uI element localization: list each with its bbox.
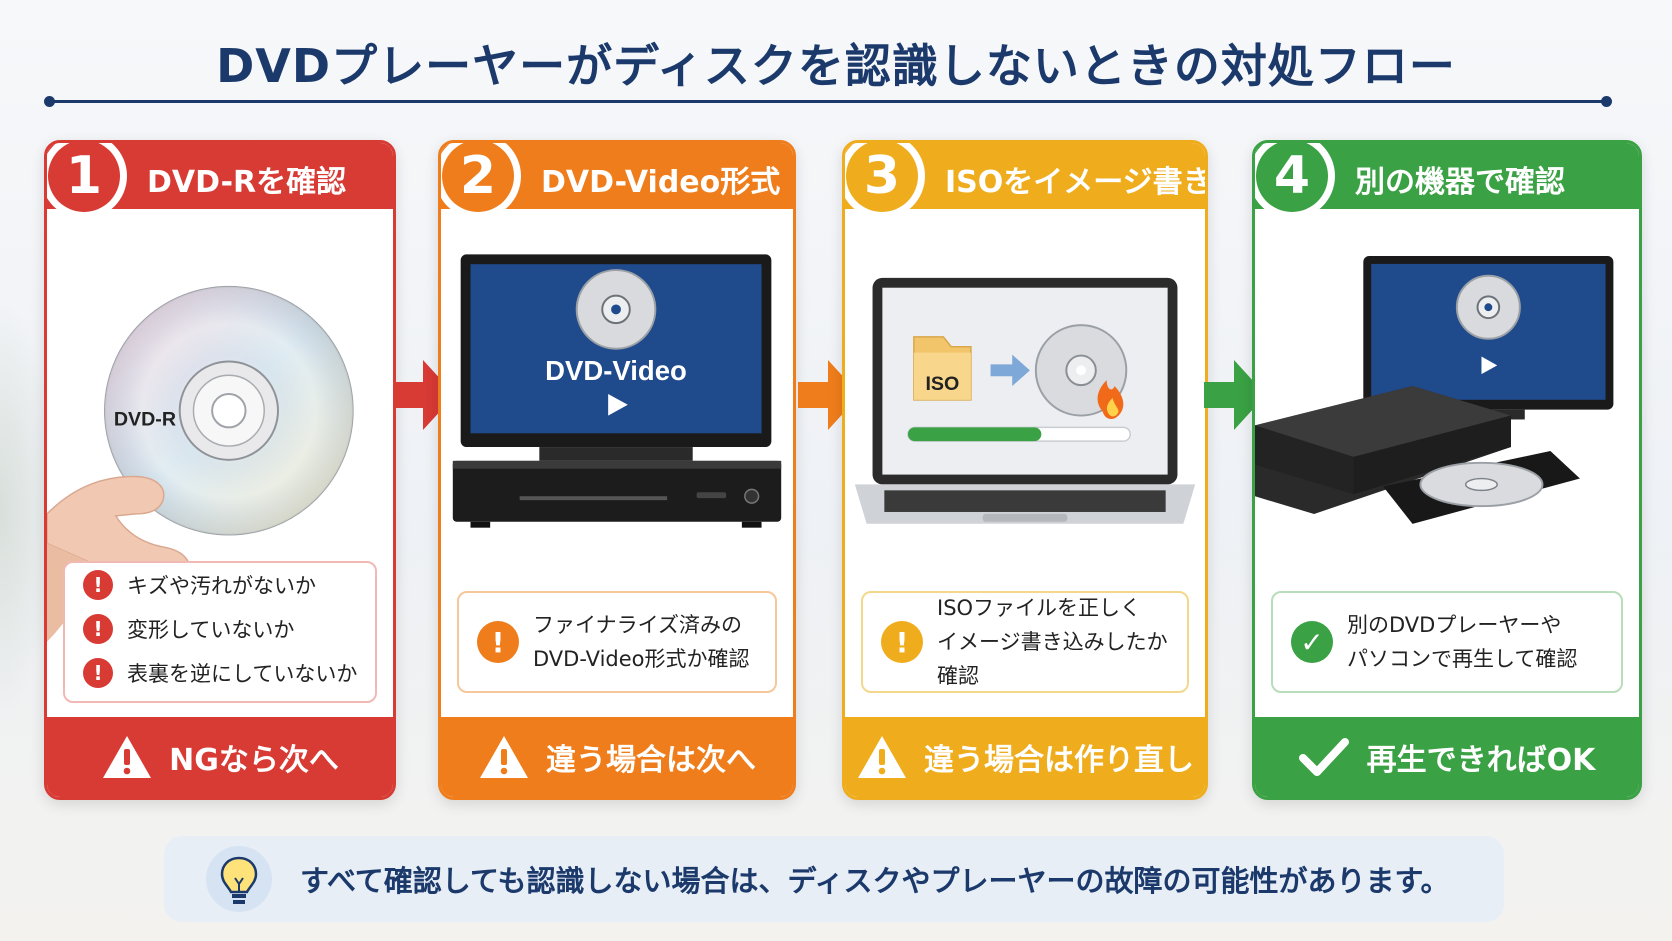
step-1-heading: DVD-Rを確認 bbox=[147, 165, 347, 200]
step-2-footer: 違う場合は次へ bbox=[441, 717, 793, 797]
check-circle-icon: ✓ bbox=[1291, 621, 1333, 663]
step-2-header: 2 DVD-Video形式 bbox=[441, 143, 793, 219]
warning-icon bbox=[103, 736, 152, 778]
page-title: DVDプレーヤーがディスクを認識しないときの対処フロー bbox=[216, 39, 1456, 93]
step-4-card: 4 別の機器で確認 ✓ 別のDVDプレーヤーやパソコンで再生して確認 再生できれ… bbox=[1252, 140, 1642, 800]
warning-icon bbox=[480, 736, 528, 778]
step-3-header: 3 ISOをイメージ書き込み bbox=[845, 143, 1205, 219]
another-player-and-tv-illustration bbox=[1255, 256, 1614, 524]
laptop-iso-burning-illustration: ISO bbox=[854, 277, 1196, 524]
step-4-number-badge: 4 bbox=[1255, 143, 1335, 219]
iso-file-label: ISO bbox=[925, 373, 959, 395]
step-2-number-badge: 2 bbox=[441, 143, 521, 219]
checkmark-icon bbox=[1298, 738, 1349, 776]
exclamation-icon: ! bbox=[477, 621, 519, 663]
step-4-footer: 再生できればOK bbox=[1255, 717, 1639, 797]
flow-arrow-3 bbox=[1204, 360, 1266, 430]
step-3-number-badge: 3 bbox=[845, 143, 925, 219]
step-1-footer: NGなら次へ bbox=[47, 717, 393, 797]
flow-arrow-1 bbox=[393, 360, 455, 430]
step-3-heading: ISOをイメージ書き込み bbox=[945, 165, 1205, 200]
tv-screen-text: DVD-Video bbox=[545, 355, 687, 386]
disc-label: DVD-R bbox=[114, 408, 176, 430]
step-4-header: 4 別の機器で確認 bbox=[1255, 143, 1639, 219]
step-3-footer: 違う場合は作り直し bbox=[845, 717, 1205, 797]
step-1-card: 1 DVD-Rを確認 DVD-R !キズや汚れがないか bbox=[44, 140, 396, 800]
check-item: !変形していないか bbox=[65, 607, 375, 651]
check-item: !表裏を逆にしていないか bbox=[65, 651, 375, 695]
exclamation-icon: ! bbox=[83, 570, 113, 600]
step-1-check-list: !キズや汚れがないか !変形していないか !表裏を逆にしていないか bbox=[63, 561, 377, 703]
step-1-header: 1 DVD-Rを確認 bbox=[47, 143, 393, 219]
step-4-note: ✓ 別のDVDプレーヤーやパソコンで再生して確認 bbox=[1271, 591, 1623, 693]
burn-progress-fill bbox=[907, 427, 1042, 442]
tv-and-dvd-player-illustration: DVD-Video bbox=[452, 254, 782, 528]
bottom-tip-banner: すべて確認しても認識しない場合は、ディスクやプレーヤーの故障の可能性があります。 bbox=[164, 836, 1504, 922]
exclamation-icon: ! bbox=[881, 621, 923, 663]
check-item: !キズや汚れがないか bbox=[65, 563, 375, 607]
flow-arrow-2 bbox=[798, 360, 860, 430]
lightbulb-icon bbox=[206, 846, 272, 912]
warning-icon bbox=[858, 736, 906, 778]
exclamation-icon: ! bbox=[83, 614, 113, 644]
step-3-note: ! ISOファイルを正しくイメージ書き込みしたか確認 bbox=[861, 591, 1189, 693]
title-divider bbox=[44, 96, 1612, 107]
exclamation-icon: ! bbox=[83, 658, 113, 688]
step-3-card: 3 ISOをイメージ書き込み ISO ! ISOファイルを正しくイメージ書き込み… bbox=[842, 140, 1208, 800]
tip-text: すべて確認しても認識しない場合は、ディスクやプレーヤーの故障の可能性があります。 bbox=[300, 864, 1450, 898]
step-2-heading: DVD-Video形式 bbox=[541, 165, 781, 200]
step-1-number-badge: 1 bbox=[47, 143, 127, 219]
step-4-heading: 別の機器で確認 bbox=[1355, 165, 1565, 200]
